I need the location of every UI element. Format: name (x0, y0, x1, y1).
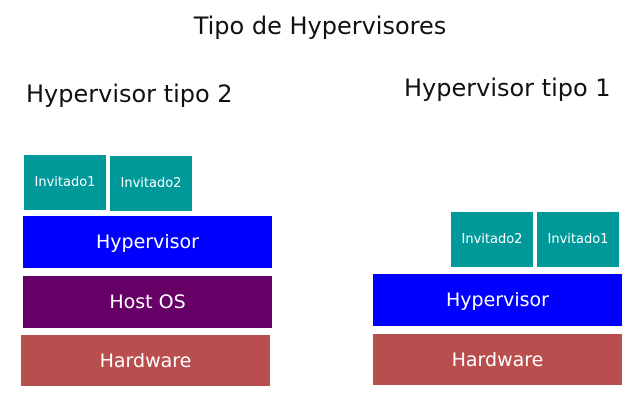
type2-guest2-box: Invitado2 (110, 156, 192, 211)
type2-host-os-box: Host OS (23, 276, 272, 328)
type1-heading: Hypervisor tipo 1 (404, 74, 611, 102)
type2-hypervisor-box: Hypervisor (23, 216, 272, 268)
type2-hardware-box: Hardware (21, 335, 270, 386)
type2-guest1-box: Invitado1 (24, 155, 106, 210)
diagram-title: Tipo de Hypervisores (193, 12, 447, 40)
type1-hardware-box: Hardware (373, 334, 622, 385)
type1-guest1-box: Invitado1 (537, 212, 619, 267)
type1-guest2-box: Invitado2 (451, 212, 533, 267)
type2-heading: Hypervisor tipo 2 (26, 80, 233, 108)
type1-hypervisor-box: Hypervisor (373, 274, 622, 326)
